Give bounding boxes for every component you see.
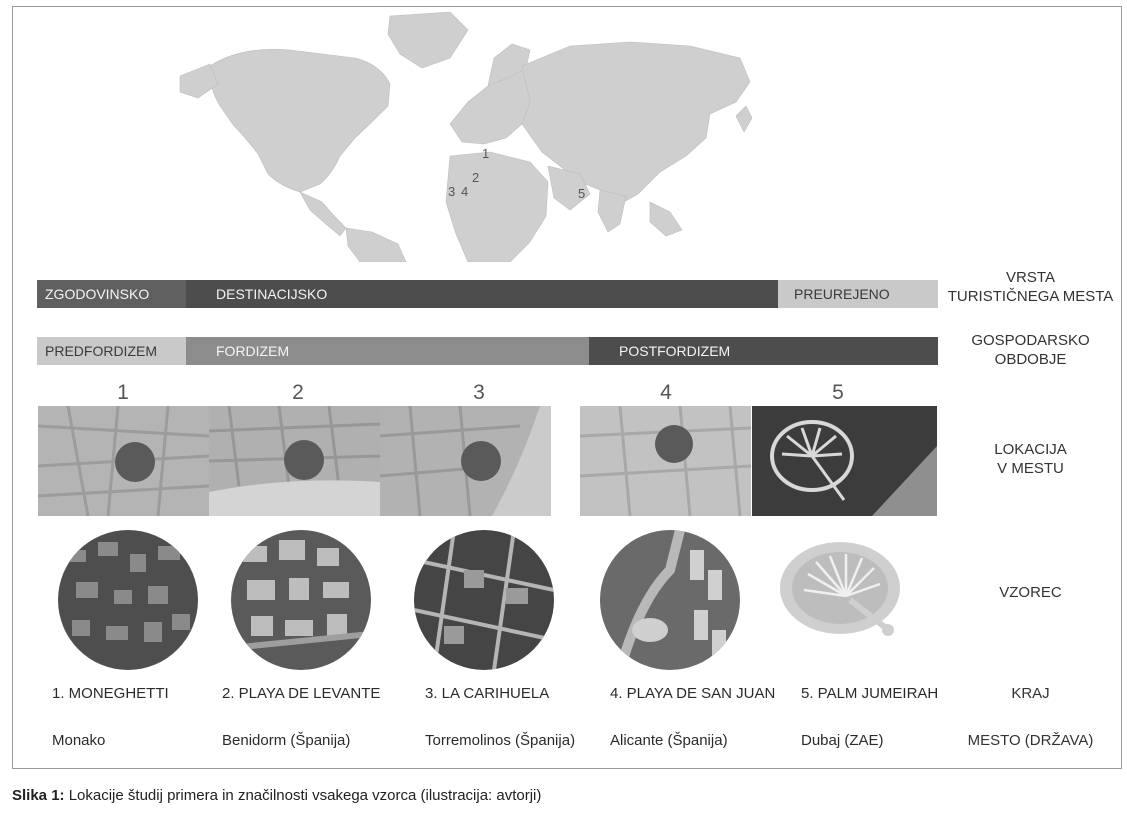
mesto-5: Dubaj (ZAE) [801,732,884,749]
row-label-vzorec: VZOREC [999,584,1062,601]
location-tile-4 [580,406,751,516]
pattern-palm [776,540,914,650]
mesto-3: Torremolinos (Španija) [425,732,576,749]
bar-preurejeno: PREUREJENO [778,280,938,308]
column-number-1: 1 [117,381,129,404]
kraj-1: 1. MONEGHETTI [52,685,169,702]
figure-frame [12,6,1122,769]
row-label-mesto: MESTO (DRŽAVA) [967,732,1094,749]
caption-prefix: Slika 1: [12,787,65,804]
map-marker-1: 1 [482,146,489,161]
world-map: 1 2 3 4 5 [179,11,753,262]
map-alaska [179,63,219,99]
location-dot-4 [655,425,693,463]
map-scandinavia [487,43,531,87]
map-south-america [345,227,407,262]
pattern-circle-1 [58,530,198,670]
row-label-obdobje: GOSPODARSKO OBDOBJE [971,332,1090,368]
location-dot-2 [284,440,324,480]
figure-caption: Slika 1: Lokacije študij primera in znač… [12,787,541,804]
map-marker-5: 5 [578,186,585,201]
location-dot-1 [115,442,155,482]
mesto-1: Monako [52,732,106,749]
bar-fordizem: FORDIZEM [186,337,589,365]
location-dot-3 [461,441,501,481]
row-label-kraj: KRAJ [1011,685,1050,702]
map-india [597,189,627,233]
caption-text: Lokacije študij primera in značilnosti v… [64,787,542,804]
row-label-vrsta: VRSTA TURISTIČNEGA MESTA [947,269,1114,305]
row-label-lokacija: LOKACIJA V MESTU [994,441,1067,477]
column-number-2: 2 [292,381,304,404]
pattern-circle-3 [414,530,554,670]
column-number-3: 3 [473,381,485,404]
map-marker-2: 2 [472,170,479,185]
location-tile-3 [380,406,551,516]
kraj-3: 3. LA CARIHUELA [425,685,550,702]
map-marker-4: 4 [461,184,468,199]
column-number-4: 4 [660,381,672,404]
bar-destinacijsko: DESTINACIJSKO [186,280,778,308]
map-japan [735,105,753,133]
mesto-2: Benidorm (Španija) [222,732,351,749]
kraj-4: 4. PLAYA DE SAN JUAN [610,685,776,702]
pattern-circle-2 [231,530,371,670]
column-number-5: 5 [832,381,844,404]
bar-zgodovinsko: ZGODOVINSKO [37,280,186,308]
map-asia [521,41,751,205]
map-africa [445,151,549,262]
map-southeast-asia [649,201,683,237]
bar-predfordizem: PREDFORDIZEM [37,337,186,365]
location-tile-1 [38,406,209,516]
location-tile-5 [752,406,937,516]
kraj-5: 5. PALM JUMEIRAH [801,685,939,702]
pattern-circle-4 [600,530,740,670]
map-marker-3: 3 [448,184,455,199]
location-tile-2 [209,406,380,516]
kraj-2: 2. PLAYA DE LEVANTE [222,685,381,702]
map-central-america [299,191,347,237]
map-greenland [387,11,469,69]
map-north-america [209,49,391,193]
bar-postfordizem: POSTFORDIZEM [589,337,938,365]
mesto-4: Alicante (Španija) [610,732,728,749]
map-arabia [547,165,591,211]
